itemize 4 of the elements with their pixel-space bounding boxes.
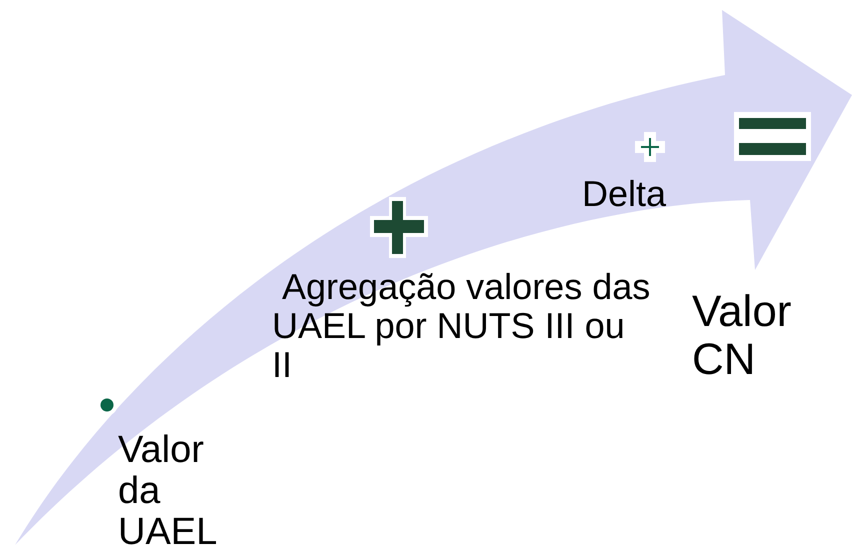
step-label: Valor da UAEL xyxy=(118,430,218,554)
step-label: Agregação valores das UAEL por NUTS III ou II xyxy=(272,268,652,385)
step-label: Delta xyxy=(582,175,668,214)
step-label: Valor CN xyxy=(692,288,792,384)
